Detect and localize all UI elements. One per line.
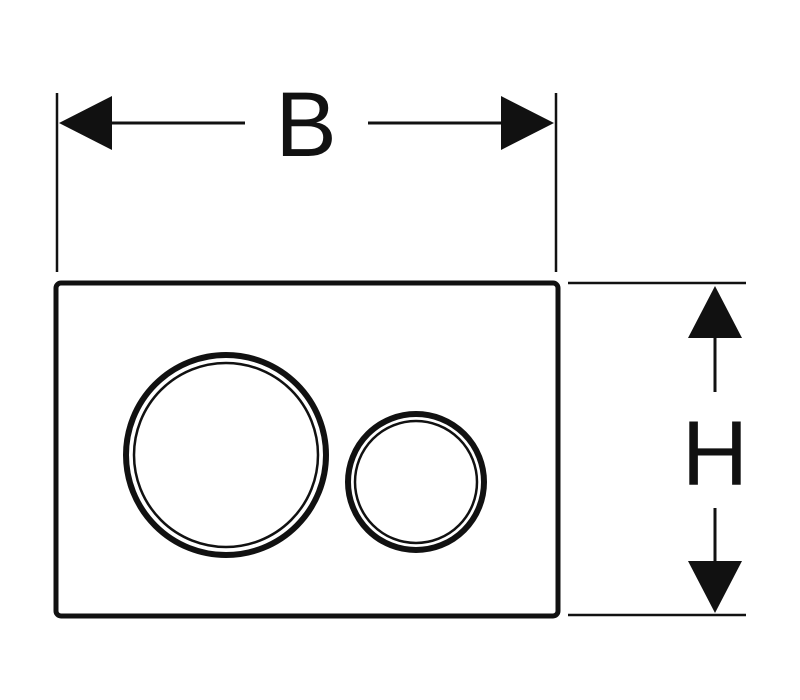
plate-outline bbox=[53, 280, 561, 619]
width-label: B bbox=[275, 74, 336, 176]
width-arrow-left bbox=[59, 96, 112, 150]
small-flush-button bbox=[345, 411, 487, 553]
large-flush-button bbox=[123, 352, 329, 558]
height-arrow-down bbox=[688, 561, 742, 613]
height-arrow-up bbox=[688, 286, 742, 338]
height-label: H bbox=[682, 403, 748, 505]
width-arrow-right bbox=[501, 96, 554, 150]
